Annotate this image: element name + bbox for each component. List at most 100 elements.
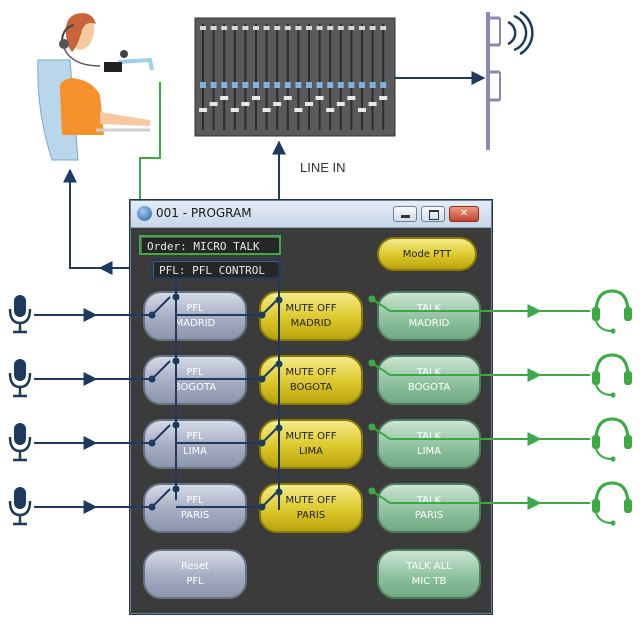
mode-ptt-label: Mode PTT	[402, 248, 452, 260]
pfl-channel: LIMA	[183, 446, 207, 457]
talk-channel: BOGOTA	[407, 382, 451, 393]
console-knob	[337, 26, 344, 30]
talk-button-bogota[interactable]: TALK BOGOTA	[377, 355, 481, 405]
console-knob	[284, 26, 291, 30]
mute-channel: LIMA	[299, 446, 323, 457]
talk-label: TALK	[416, 303, 442, 314]
console-button	[327, 82, 334, 88]
console-button	[380, 82, 387, 88]
console-button	[253, 82, 259, 88]
talk-all-sub-label: MIC TB	[411, 576, 447, 587]
console-fader	[326, 108, 335, 112]
mute-label: MUTE OFF	[285, 303, 337, 314]
window-title: 001 - PROGRAM	[156, 206, 252, 220]
talk-button-paris[interactable]: TALK PARIS	[377, 483, 481, 533]
console-knob	[200, 26, 206, 30]
pfl-label: PFL	[186, 431, 204, 442]
talk-button-lima[interactable]: TALK LIMA	[377, 419, 481, 469]
talk-button-madrid[interactable]: TALK MADRID	[377, 291, 481, 341]
console-fader	[358, 108, 366, 112]
maximize-button[interactable]	[421, 206, 445, 222]
console-knob	[348, 26, 355, 30]
operator-figure	[37, 13, 154, 161]
console-fader	[262, 108, 271, 112]
console-knob	[253, 26, 259, 30]
close-icon: ✕	[459, 208, 469, 219]
pfl-label: PFL	[186, 495, 204, 506]
mute-channel: BOGOTA	[289, 382, 333, 393]
console-button	[274, 82, 281, 88]
mute-button-madrid[interactable]: MUTE OFF MADRID	[259, 291, 363, 341]
pfl-button-lima[interactable]: PFL LIMA	[143, 419, 247, 469]
console-fader	[209, 102, 218, 106]
maximize-icon	[429, 210, 439, 220]
pfl-label: PFL	[186, 367, 204, 378]
console-knob	[263, 26, 270, 30]
console-button	[263, 82, 270, 88]
pfl-readout: PFL: PFL CONTROL	[153, 261, 281, 279]
program-window: 001 - PROGRAM ✕ Order: MICRO TALK PFL: P…	[130, 200, 492, 614]
minimize-icon	[401, 215, 410, 218]
talk-channel: MADRID	[408, 318, 450, 329]
mute-button-paris[interactable]: MUTE OFF PARIS	[259, 483, 363, 533]
console-button	[316, 82, 323, 88]
close-button[interactable]: ✕	[449, 206, 479, 222]
line-in-label: LINE IN	[300, 160, 346, 175]
console-fader	[199, 108, 207, 112]
console-button	[200, 82, 206, 88]
minimize-button[interactable]	[393, 206, 417, 222]
console-fader	[283, 96, 292, 100]
order-readout: Order: MICRO TALK	[141, 237, 281, 255]
mute-label: MUTE OFF	[285, 367, 337, 378]
console-knob	[242, 26, 249, 30]
console-fader	[230, 108, 239, 112]
console-fader	[336, 102, 345, 106]
console-button	[348, 82, 355, 88]
window-title-bar: 001 - PROGRAM ✕	[131, 201, 491, 228]
pfl-channel: BOGOTA	[173, 382, 217, 393]
mute-button-lima[interactable]: MUTE OFF LIMA	[259, 419, 363, 469]
console-knob	[231, 26, 238, 30]
mute-button-bogota[interactable]: MUTE OFF BOGOTA	[259, 355, 363, 405]
console-knob	[295, 26, 302, 30]
console-fader	[241, 102, 250, 106]
talk-channel: PARIS	[414, 510, 444, 521]
pfl-button-paris[interactable]: PFL PARIS	[143, 483, 247, 533]
mode-ptt-button[interactable]: Mode PTT	[377, 237, 477, 271]
console-fader	[294, 108, 303, 112]
console-fader	[347, 96, 356, 100]
mute-label: MUTE OFF	[285, 495, 337, 506]
app-globe-icon	[137, 206, 152, 221]
console-knob	[327, 26, 334, 30]
console-button	[284, 82, 291, 88]
mute-channel: PARIS	[296, 510, 326, 521]
console-fader	[315, 96, 324, 100]
console-button	[306, 82, 312, 88]
antenna-tower	[486, 10, 534, 150]
talk-label: TALK	[416, 431, 442, 442]
console-fader	[273, 102, 282, 106]
mute-label: MUTE OFF	[285, 431, 337, 442]
console-button	[369, 82, 376, 88]
reset-pfl-button[interactable]: Reset PFL	[143, 549, 247, 599]
pfl-label: PFL	[186, 303, 204, 314]
mute-channel: MADRID	[290, 318, 332, 329]
console-knob	[369, 26, 376, 30]
console-button	[337, 82, 344, 88]
pfl-button-bogota[interactable]: PFL BOGOTA	[143, 355, 247, 405]
console-fader	[252, 96, 260, 100]
reset-sub-label: PFL	[186, 576, 204, 587]
console-knob	[380, 26, 387, 30]
pfl-channel: PARIS	[180, 510, 210, 521]
talk-all-mic-tb-button[interactable]: TALK ALL MIC TB	[377, 549, 481, 599]
console-button	[295, 82, 302, 88]
console-button	[242, 82, 249, 88]
console-knob	[316, 26, 323, 30]
pfl-channel: MADRID	[174, 318, 216, 329]
console-fader	[379, 96, 388, 100]
pfl-button-madrid[interactable]: PFL MADRID	[143, 291, 247, 341]
console-knob	[274, 26, 281, 30]
console-knob	[210, 26, 217, 30]
talk-label: TALK	[416, 495, 442, 506]
console-knob	[221, 26, 228, 30]
